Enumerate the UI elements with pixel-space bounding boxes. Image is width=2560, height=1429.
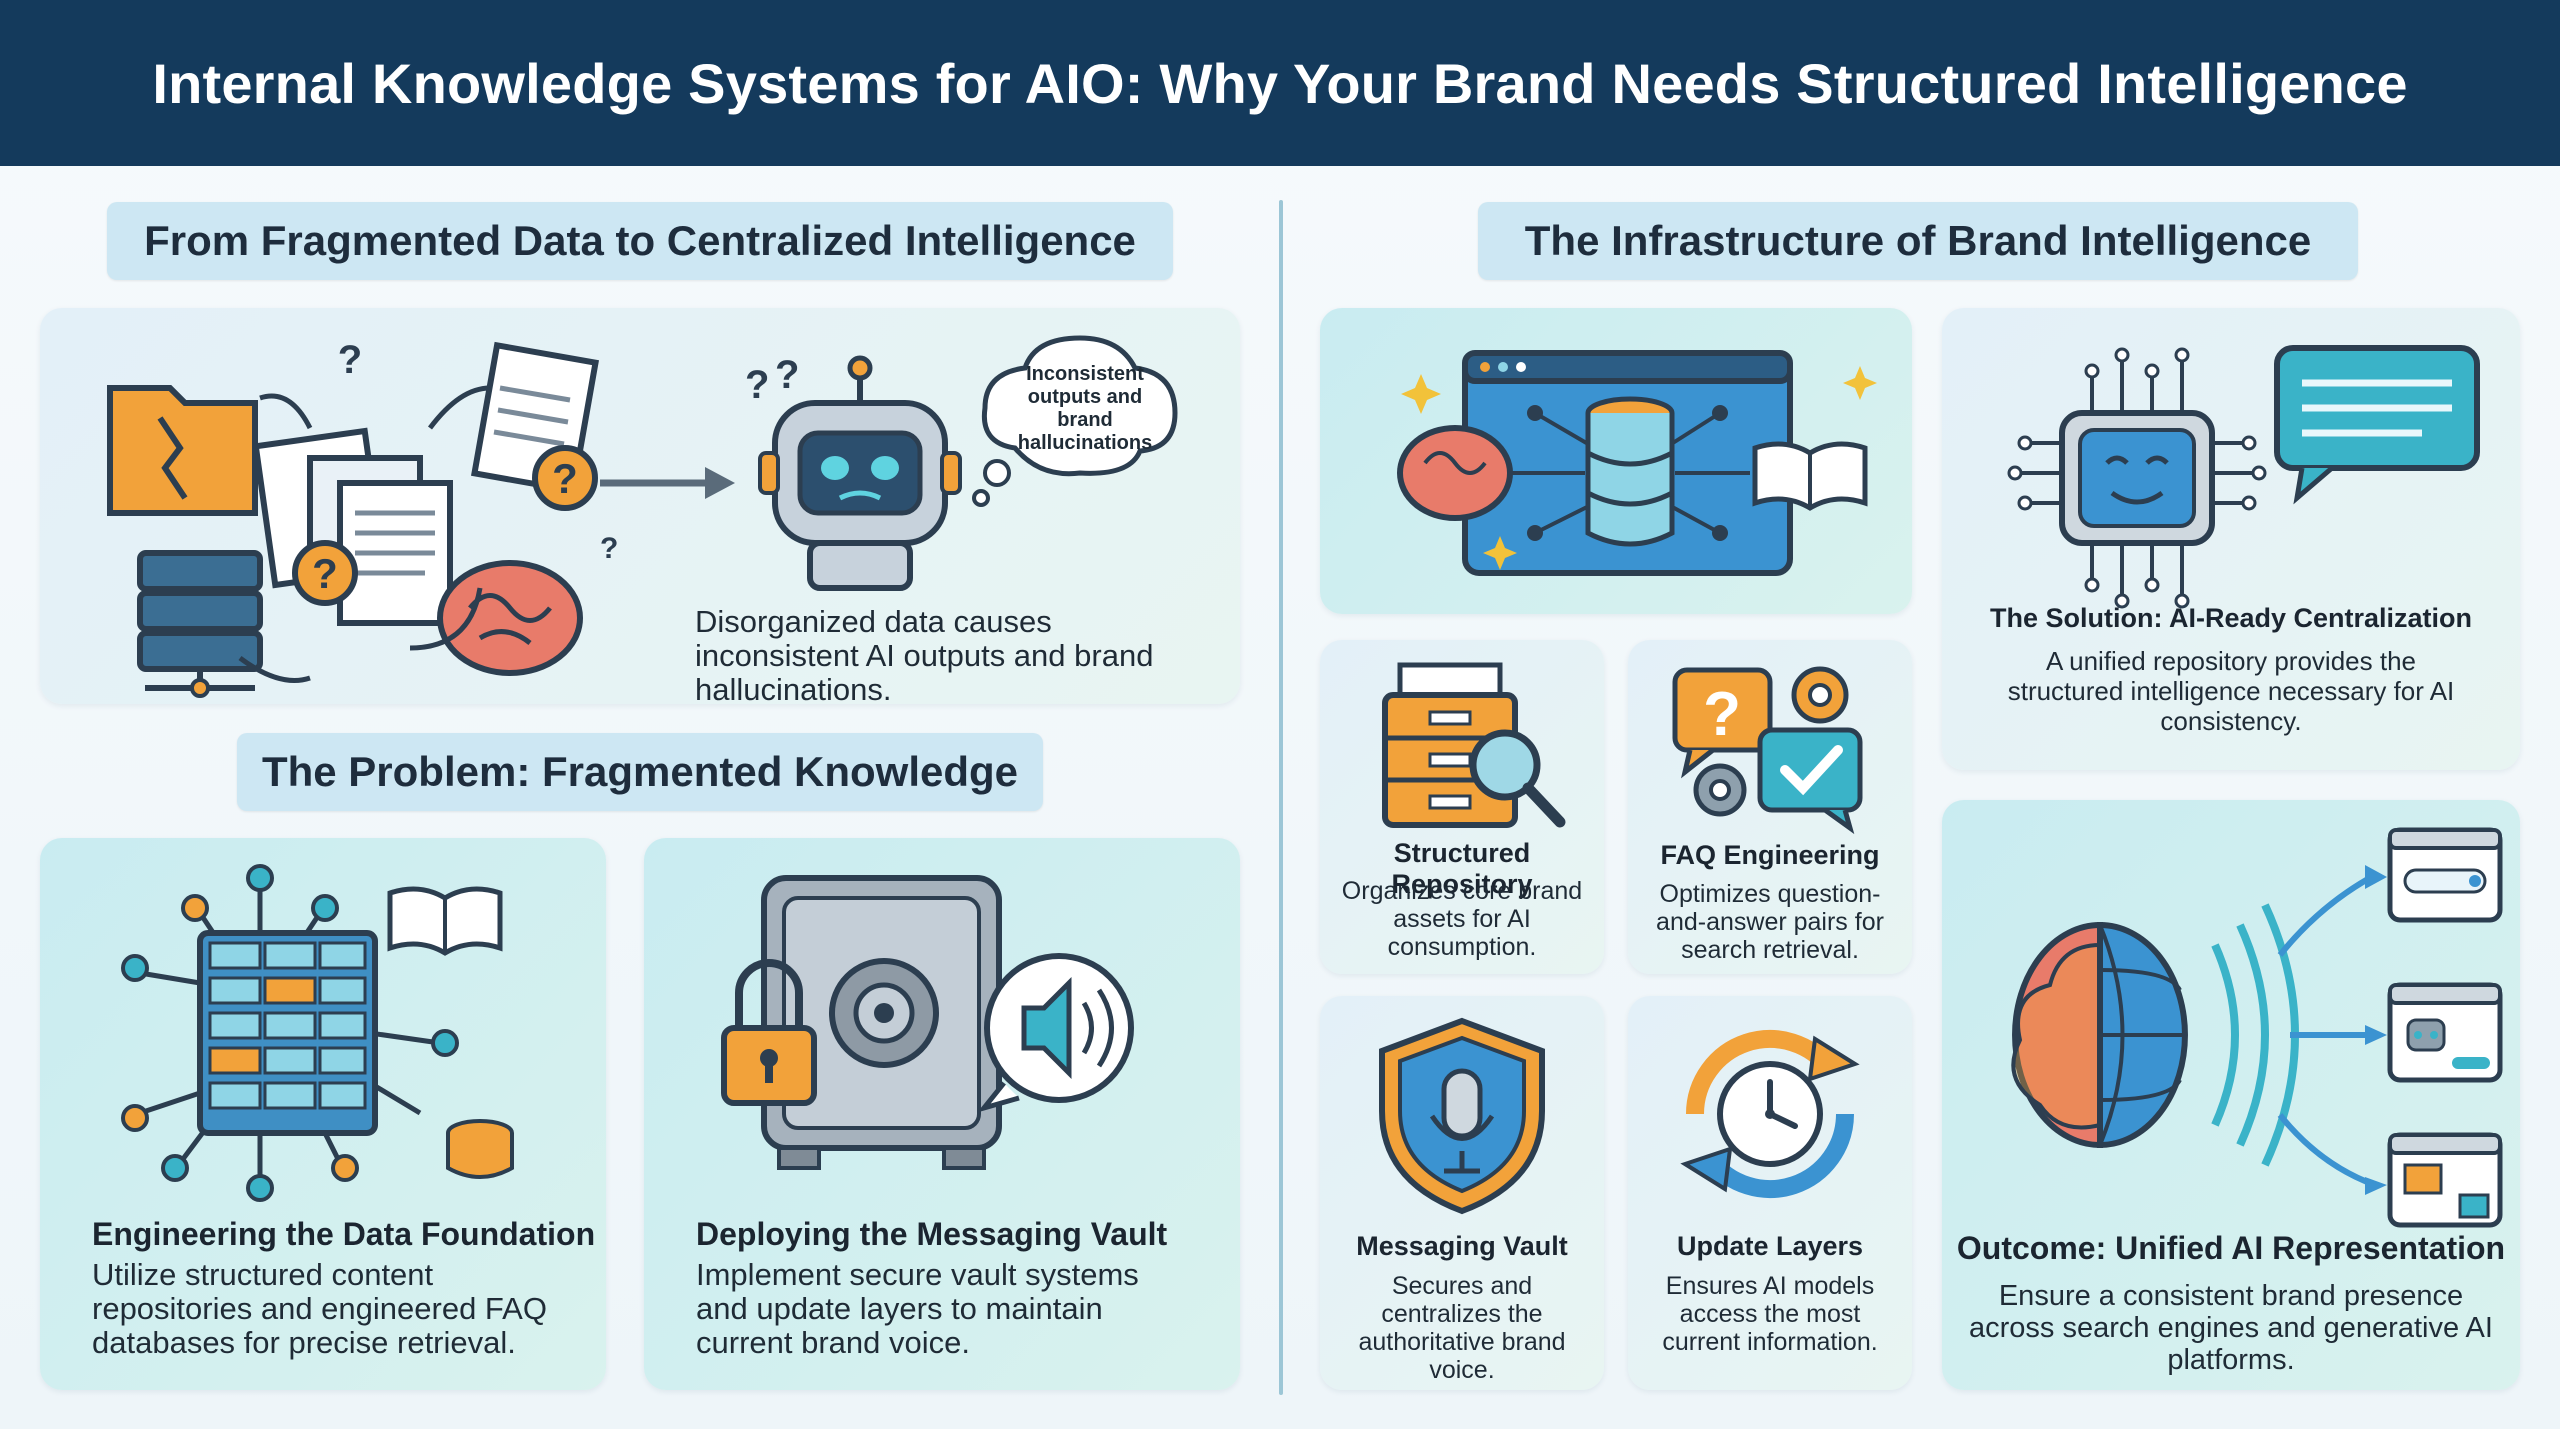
faq-engineering-title: FAQ Engineering <box>1660 840 1880 870</box>
filing-cabinet-search-icon <box>1382 662 1566 828</box>
solution-title: The Solution: AI-Ready Centralization <box>1989 603 2473 633</box>
fragmented-data-icon: ? ? ? ? <box>107 338 618 698</box>
svg-text:?: ? <box>1703 680 1741 749</box>
database-network-icon <box>121 864 514 1202</box>
faq-engineering-card: ? FAQ Engineering Optimizes question-and… <box>1628 640 1912 974</box>
update-layers-body: Ensures AI models access the most curren… <box>1662 1272 1878 1356</box>
arrow-right-icon <box>600 467 735 499</box>
structured-repository-card: Structured Repository Organizes core bra… <box>1320 640 1604 974</box>
messaging-vault-title: Messaging Vault <box>1356 1231 1568 1261</box>
header-banner: Internal Knowledge Systems for AIO: Why … <box>0 0 2560 166</box>
solution-body: A unified repository provides the struct… <box>2007 646 2455 736</box>
outcome-body: Ensure a consistent brand presence acros… <box>1969 1280 2493 1376</box>
brain-globe-search-icon <box>2011 827 2503 1228</box>
svg-text:?: ? <box>600 532 618 565</box>
svg-text:?: ? <box>312 550 338 597</box>
shield-microphone-icon <box>1379 1017 1545 1215</box>
messaging-vault-small-card: Messaging Vault Secures and centralizes … <box>1320 996 1604 1390</box>
cloud-text: Inconsistent outputs and brand hallucina… <box>1017 363 1153 454</box>
confused-robot-icon: ? ? <box>745 353 962 591</box>
thought-cloud-icon <box>972 335 1178 507</box>
foundation-body: Utilize structured content repositories … <box>92 1257 547 1360</box>
section-title-infrastructure: The Infrastructure of Brand Intelligence <box>1478 202 2358 280</box>
page-title: Internal Knowledge Systems for AIO: Why … <box>152 51 2408 115</box>
faq-engineering-body: Optimizes question-and-answer pairs for … <box>1656 880 1884 964</box>
section-title-problem: The Problem: Fragmented Knowledge <box>237 733 1043 811</box>
central-database-panel <box>1320 308 1912 614</box>
clock-refresh-icon <box>1680 1030 1860 1198</box>
outcome-title: Outcome: Unified AI Representation <box>1956 1230 2506 1266</box>
fragmented-data-panel: ? ? ? ? <box>40 308 1240 707</box>
outcome-panel: Outcome: Unified AI Representation Ensur… <box>1942 800 2520 1390</box>
svg-text:?: ? <box>552 455 578 502</box>
svg-text:?: ? <box>338 338 362 382</box>
messaging-vault-body: Secures and centralizes the authoritativ… <box>1358 1272 1566 1384</box>
column-divider <box>1279 200 1283 1395</box>
vault-title: Deploying the Messaging Vault <box>696 1216 1168 1252</box>
section-title-fragmented: From Fragmented Data to Centralized Inte… <box>107 202 1173 280</box>
update-layers-title: Update Layers <box>1676 1231 1864 1261</box>
central-database-icon <box>1397 350 1877 576</box>
svg-text:?: ? <box>775 353 799 397</box>
faq-gear-icon: ? <box>1672 666 1863 835</box>
solution-panel: The Solution: AI-Ready Centralization A … <box>1942 308 2520 770</box>
vault-body: Implement secure vault systems and updat… <box>696 1257 1139 1360</box>
foundation-title: Engineering the Data Foundation <box>92 1216 596 1252</box>
structured-repository-body: Organizes core brand assets for AI consu… <box>1341 877 1583 961</box>
vault-speaker-icon <box>721 875 1134 1170</box>
svg-text:?: ? <box>745 363 769 407</box>
fragmented-caption: Disorganized data causes inconsistent AI… <box>695 604 1154 707</box>
messaging-vault-card: Deploying the Messaging Vault Implement … <box>644 838 1240 1390</box>
structured-repository-title: Structured Repository <box>1391 838 1533 899</box>
update-layers-card: Update Layers Ensures AI models access t… <box>1628 996 1912 1390</box>
ai-chip-chat-icon <box>2007 345 2480 609</box>
data-foundation-card: Engineering the Data Foundation Utilize … <box>40 838 606 1390</box>
